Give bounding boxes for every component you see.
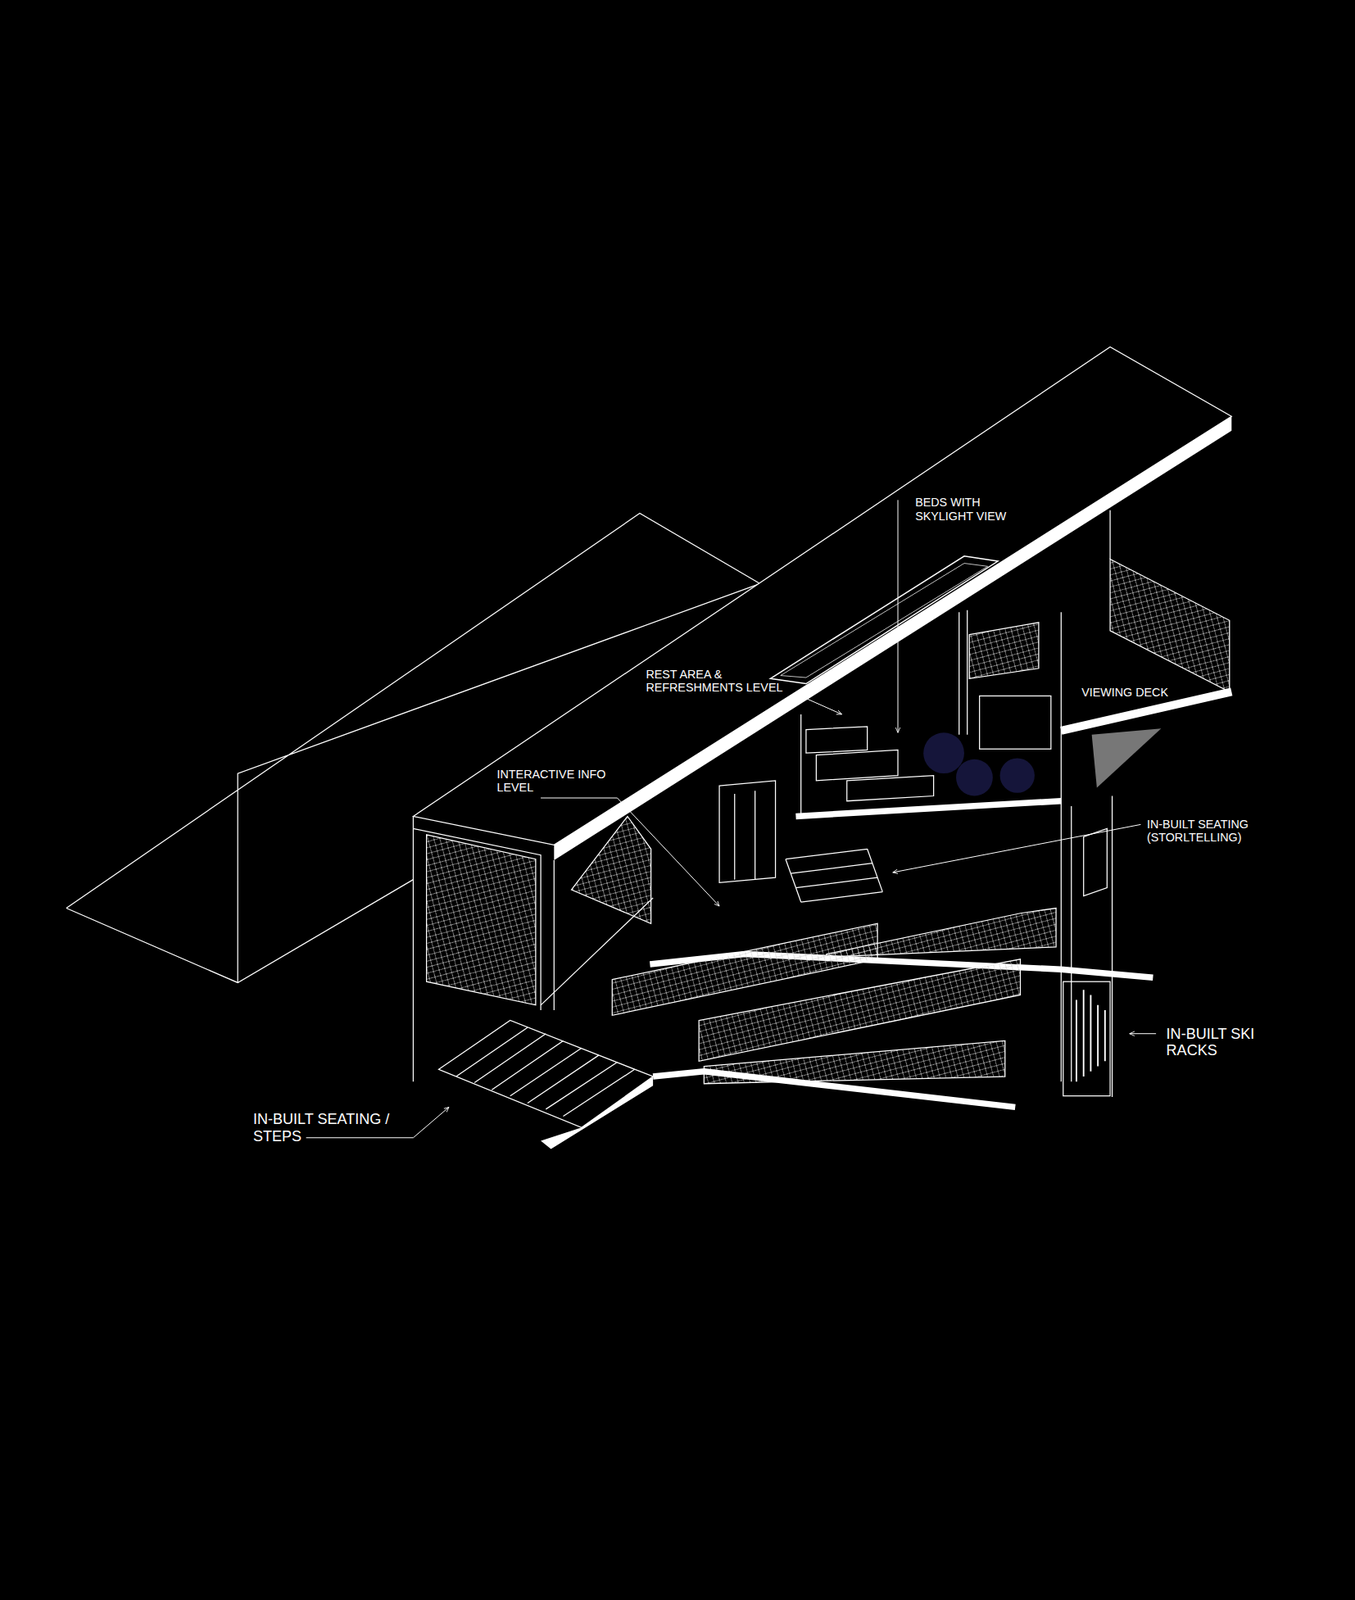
callout-label: INTERACTIVE INFO LEVEL — [497, 767, 608, 795]
callout-label: BEDS WITH SKYLIGHT VIEW — [915, 495, 1009, 523]
leader-line — [897, 499, 899, 733]
mesh-panel — [1110, 559, 1230, 693]
mesh-panel — [969, 622, 1039, 680]
rest-level — [795, 610, 1061, 817]
seating-steps — [785, 848, 883, 902]
leader-line — [1129, 1033, 1156, 1034]
leader-lines — [306, 499, 1156, 1138]
rack-panel — [1063, 981, 1111, 1096]
floor-slab — [795, 801, 1061, 817]
left-wall — [412, 815, 554, 1082]
leader-line — [795, 693, 842, 715]
steps-cut — [540, 1076, 653, 1149]
deck-line — [1109, 510, 1111, 560]
beanbag — [923, 732, 965, 774]
callout-label: IN-BUILT SKI RACKS — [1166, 1025, 1257, 1061]
roof-face — [412, 347, 1232, 846]
beanbag — [1000, 757, 1035, 793]
roof-cut — [553, 416, 1232, 861]
leader-line — [540, 797, 720, 907]
step-lines — [456, 1027, 635, 1116]
skylight — [770, 556, 998, 685]
lower-level — [439, 923, 1021, 1149]
deck-soffit — [1092, 728, 1162, 788]
callout-label: VIEWING DECK — [1081, 685, 1169, 699]
wall-lines — [412, 815, 554, 1082]
bed-boxes — [806, 726, 934, 802]
mesh-panel — [426, 834, 536, 1006]
wall-panel — [1083, 828, 1108, 896]
viewing-deck — [1060, 510, 1232, 789]
skylight-frame — [780, 563, 988, 678]
window — [979, 695, 1052, 749]
callout-label: IN-BUILT SEATING (STORLTELLING) — [1146, 817, 1251, 845]
floor-slab — [652, 1071, 1016, 1108]
stair-mesh — [571, 815, 651, 924]
roof — [412, 347, 1232, 861]
beanbag — [956, 759, 993, 797]
steps-outline — [439, 1020, 654, 1129]
callout-label: REST AREA & REFRESHMENTS LEVEL — [645, 667, 785, 695]
ski-rack-wall — [1060, 796, 1112, 1097]
leader-line — [892, 824, 1142, 873]
wall-lines — [1060, 796, 1112, 1097]
ski-rack — [1076, 989, 1106, 1082]
callout-label: IN-BUILT SEATING / STEPS — [253, 1110, 392, 1146]
